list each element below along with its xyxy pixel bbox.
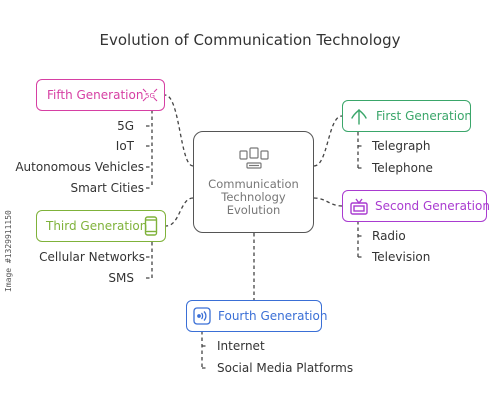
wifi-signal-icon [193,307,211,325]
connector-center-first [313,115,343,167]
center-line: Communication [208,177,299,191]
second-generation-node: Second Generation [342,190,490,222]
third-generation-label: Third Generation [46,219,148,233]
second-item-radio: Radio [372,229,406,243]
fifth-generation-label: Fifth Generation [47,88,144,102]
branch-second [357,221,364,258]
fifth-generation-node: Fifth Generation 5G [36,79,165,111]
5g-icon: 5G [142,88,158,102]
center-label: Communication Technology Evolution [194,178,313,217]
first-item-telephone: Telephone [372,161,433,175]
first-generation-node: First Generation [342,100,473,132]
branch-first [357,132,364,169]
fourth-generation-node: Fourth Generation [186,300,327,332]
branch-fourth [201,331,208,369]
diagram-title: Evolution of Communication Technology [99,31,401,49]
fifth-item-autonomous-vehicles: Autonomous Vehicles [15,160,144,174]
third-generation-node: Third Generation [36,210,166,242]
television-icon [350,198,368,215]
antenna-icon [351,109,367,125]
center-line: Evolution [226,203,281,217]
fifth-item-iot: IoT [115,139,134,153]
third-item-sms: SMS [108,271,134,285]
mobile-phone-icon [144,216,158,236]
5g-icon-text: 5G [145,92,155,100]
devices-icon [239,147,269,169]
connector-center-second [313,197,343,207]
fifth-item-5g: 5G [117,119,134,133]
watermark-id: Image #1329911150 [4,210,13,292]
first-item-telegraph: Telegraph [372,139,431,153]
third-item-cellular-networks: Cellular Networks [39,250,145,264]
fourth-generation-label: Fourth Generation [218,309,328,323]
connector-center-fifth [164,94,194,167]
branch-third [146,242,153,279]
fourth-item-internet: Internet [217,339,265,353]
center-node: Communication Technology Evolution [193,131,314,233]
branch-fifth [146,110,153,189]
center-line: Technology [221,190,286,204]
second-item-television: Television [372,250,431,264]
first-generation-label: First Generation [376,109,473,123]
connector-center-third [165,197,194,227]
second-generation-label: Second Generation [375,199,490,213]
fifth-item-smart-cities: Smart Cities [70,181,145,195]
fourth-item-social-media-platforms: Social Media Platforms [217,361,354,375]
